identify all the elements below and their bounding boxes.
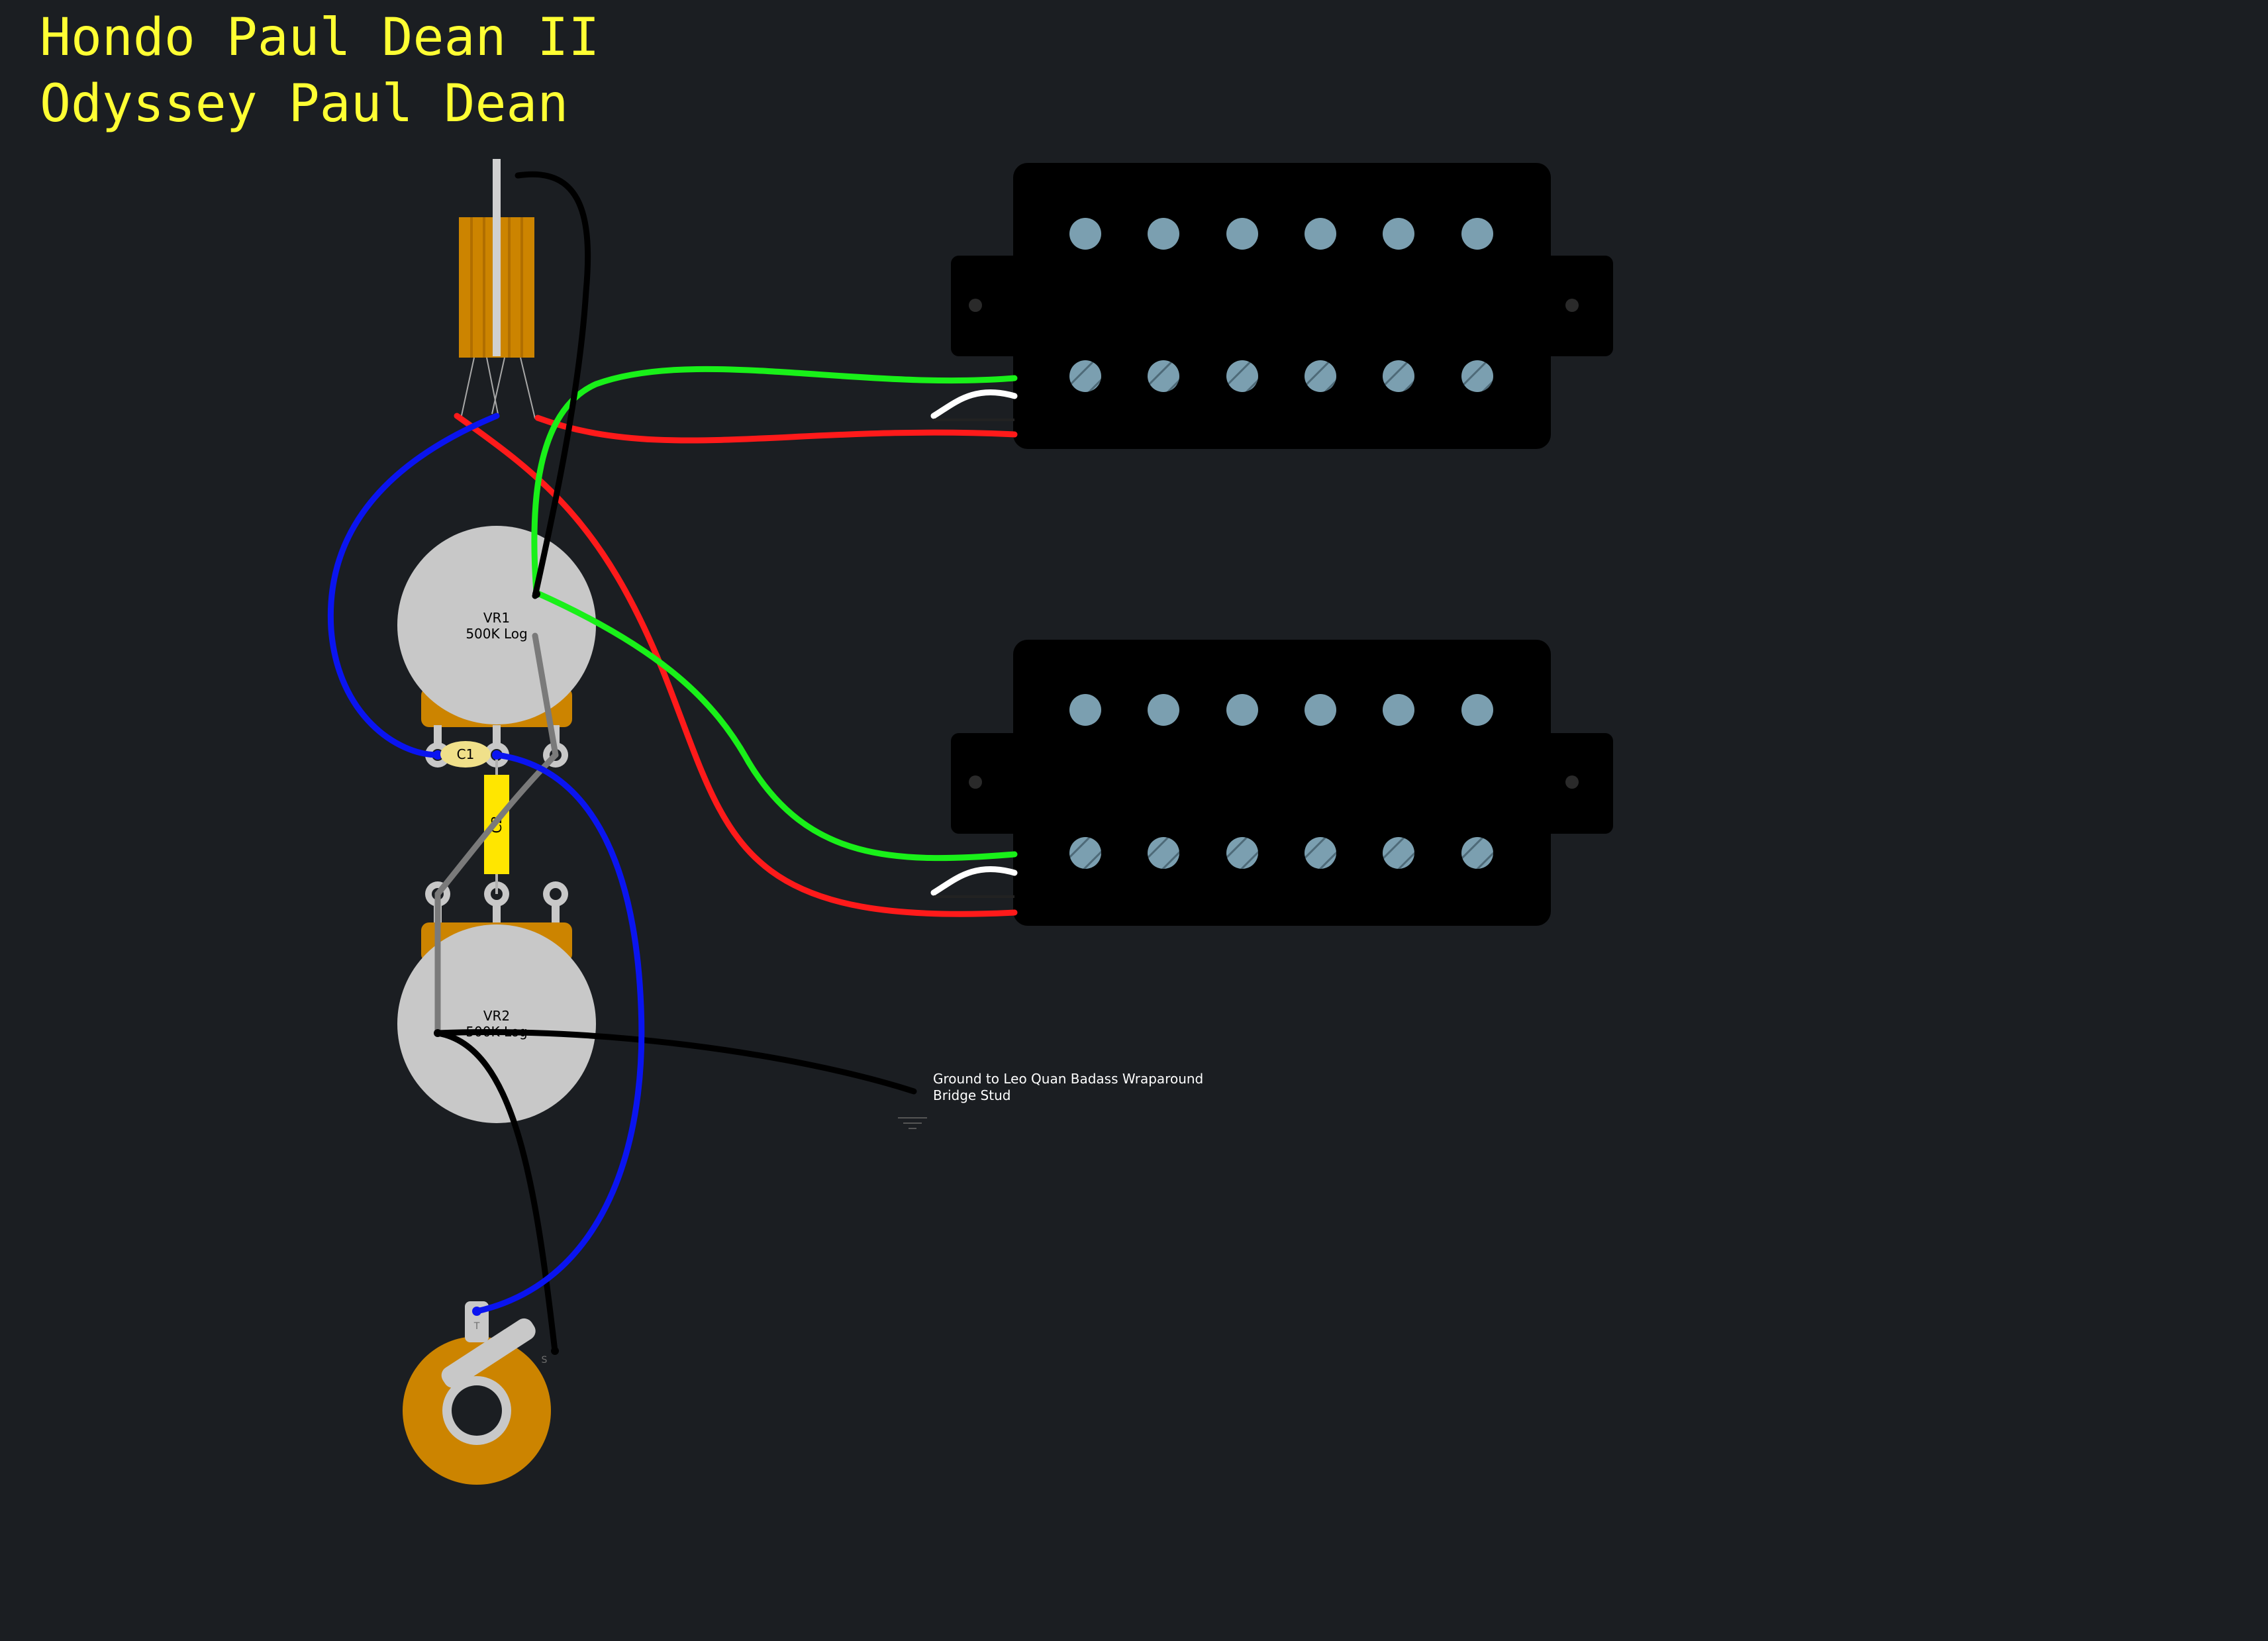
mount-hole-icon	[969, 299, 982, 312]
wire-black-jack-sleeve	[434, 1030, 558, 1354]
jack-sleeve-lug	[441, 1318, 536, 1388]
output-jack: T S	[403, 1301, 551, 1485]
pole-pieces-top-row	[1069, 694, 1493, 726]
wires	[327, 171, 1018, 1355]
vr1-value: 500K Log	[466, 626, 527, 642]
pole-pieces-top-row	[1069, 218, 1493, 250]
ground-note-line-1: Ground to Leo Quan Badass Wraparound	[933, 1071, 1203, 1087]
pole-screws-bottom-row	[1069, 837, 1493, 869]
mount-hole-icon	[1565, 299, 1579, 312]
wire-red-bridge	[454, 413, 1018, 917]
wire-blue-jack-tip	[473, 752, 645, 1315]
blue-solder-joints	[433, 750, 501, 1316]
jack-tip-label: T	[473, 1321, 480, 1332]
wire-white-neck	[930, 389, 1018, 419]
wire-black-switch-ground	[515, 171, 591, 599]
switch-lever	[493, 159, 501, 356]
wire-green-neck	[531, 366, 1018, 596]
mount-hole-icon	[1565, 775, 1579, 789]
bridge-pickup	[951, 640, 1613, 926]
mount-hole-icon	[969, 775, 982, 789]
ground-note-line-2: Bridge Stud	[933, 1087, 1011, 1103]
wire-red-neck	[534, 415, 1018, 444]
c1-label: C1	[457, 746, 475, 762]
wire-grey-vr1-lug	[532, 632, 559, 758]
wire-white-bridge	[930, 866, 1018, 896]
jack-sleeve-label: S	[542, 1355, 548, 1366]
pole-screws-bottom-row	[1069, 360, 1493, 392]
neck-pickup	[951, 163, 1613, 449]
wire-black-bridge-ground	[434, 1028, 917, 1095]
wire-green-bridge	[533, 589, 1018, 862]
vr1-name: VR1	[483, 610, 510, 626]
pot-vr1: VR1 500K Log	[397, 526, 596, 768]
solder-joints	[434, 590, 559, 1355]
wire-blue-switch-output	[327, 413, 500, 758]
switch-lugs	[460, 357, 536, 419]
vr2-name: VR2	[483, 1008, 510, 1024]
wire-grey-vr1-to-vr2	[434, 752, 559, 897]
title-line-1: Hondo Paul Dean II	[40, 8, 599, 68]
three-way-switch	[459, 159, 536, 419]
title-line-2: Odyssey Paul Dean	[40, 74, 568, 134]
ground-symbol-icon	[898, 1117, 927, 1129]
capacitor-c1: C1	[440, 741, 491, 768]
